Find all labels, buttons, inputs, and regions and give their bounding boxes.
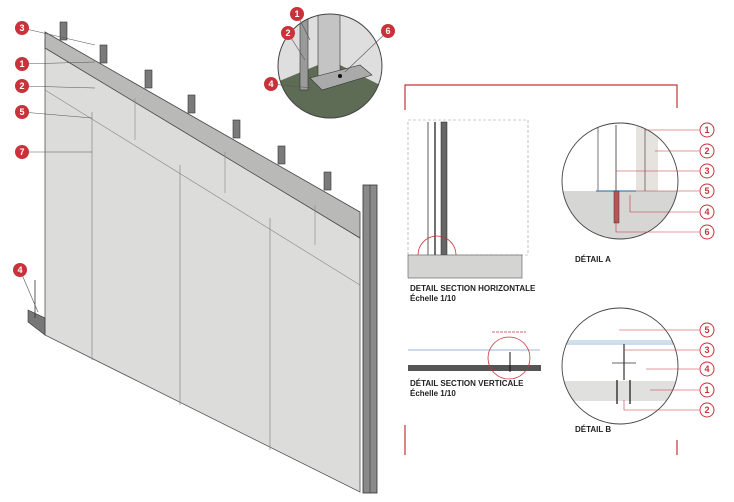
- svg-text:3: 3: [19, 23, 24, 33]
- svg-text:4: 4: [704, 364, 709, 374]
- svg-text:2: 2: [285, 28, 290, 38]
- svg-text:6: 6: [385, 26, 390, 36]
- svg-text:1: 1: [704, 125, 709, 135]
- section-horizontal-title: DETAIL SECTION HORIZONTALE: [410, 284, 536, 293]
- svg-text:4: 4: [268, 79, 273, 89]
- iso-callout-5: 5: [15, 105, 93, 119]
- detail-b-drawing: DÉTAIL B: [561, 307, 679, 434]
- svg-text:6: 6: [704, 227, 709, 237]
- svg-text:4: 4: [17, 265, 22, 275]
- section-vertical-scale: Échelle 1/10: [410, 389, 456, 398]
- svg-text:5: 5: [19, 107, 24, 117]
- section-horizontal-scale: Échelle 1/10: [410, 294, 456, 303]
- inset-callout-4: 4: [264, 77, 313, 91]
- iso-callout-2: 2: [15, 79, 96, 93]
- detail-a-callout-1: 1: [645, 122, 715, 138]
- svg-text:1: 1: [294, 9, 299, 19]
- svg-text:5: 5: [704, 186, 709, 196]
- concrete-slab: [407, 254, 523, 279]
- detail-a-callout-5: 5: [636, 183, 715, 199]
- detail-b-callout-5: 5: [619, 322, 715, 338]
- svg-text:4: 4: [704, 207, 709, 217]
- stud: [144, 69, 153, 89]
- inset-circle: [277, 13, 383, 119]
- stud: [232, 119, 241, 139]
- detail-a-drawing: DÉTAIL A: [561, 122, 679, 264]
- section-horizontal-drawing: DETAIL SECTION HORIZONTALE Échelle 1/10: [407, 119, 536, 303]
- inset-callout-6: 6: [344, 24, 395, 73]
- detail-a-callout-2: 2: [655, 143, 715, 159]
- stud: [187, 94, 196, 114]
- svg-text:2: 2: [19, 81, 24, 91]
- svg-text:5: 5: [704, 325, 709, 335]
- stud: [323, 171, 332, 191]
- detail-a-callout-4: 4: [629, 195, 715, 220]
- iso-callout-1: 1: [15, 57, 96, 71]
- detail-b-title: DÉTAIL B: [575, 425, 611, 434]
- inset-callout-2: 2: [281, 26, 306, 61]
- svg-text:3: 3: [704, 345, 709, 355]
- section-vertical-drawing: DÉTAIL SECTION VERTICALE Échelle 1/10: [408, 331, 541, 398]
- inset-callout-1: 1: [290, 7, 311, 41]
- metal-studs: [59, 21, 332, 191]
- iso-callout-3: 3: [15, 21, 96, 46]
- detail-b-callout-1: 1: [650, 382, 715, 398]
- iso-callout-4: 4: [13, 263, 39, 313]
- svg-text:2: 2: [704, 405, 709, 415]
- svg-text:3: 3: [704, 166, 709, 176]
- ceiling-track: [44, 31, 361, 239]
- stud: [59, 21, 68, 41]
- svg-text:1: 1: [704, 385, 709, 395]
- floor-track: [27, 309, 46, 336]
- detail-a-title: DÉTAIL A: [575, 255, 611, 264]
- stud: [277, 145, 286, 165]
- detail-b-callout-3: 3: [624, 342, 715, 358]
- iso-callout-7: 7: [15, 145, 92, 159]
- detail-frame: [404, 84, 678, 455]
- svg-text:1: 1: [19, 59, 24, 69]
- isometric-wall: [27, 21, 378, 494]
- detail-a-callout-6: 6: [615, 220, 715, 240]
- detail-b-callout-4: 4: [646, 361, 715, 377]
- stud: [99, 44, 108, 64]
- section-vertical-title: DÉTAIL SECTION VERTICALE: [410, 379, 524, 388]
- svg-text:7: 7: [19, 147, 24, 157]
- detail-b-callout-2: 2: [623, 400, 715, 418]
- detail-a-callout-3: 3: [616, 163, 715, 179]
- svg-text:2: 2: [704, 146, 709, 156]
